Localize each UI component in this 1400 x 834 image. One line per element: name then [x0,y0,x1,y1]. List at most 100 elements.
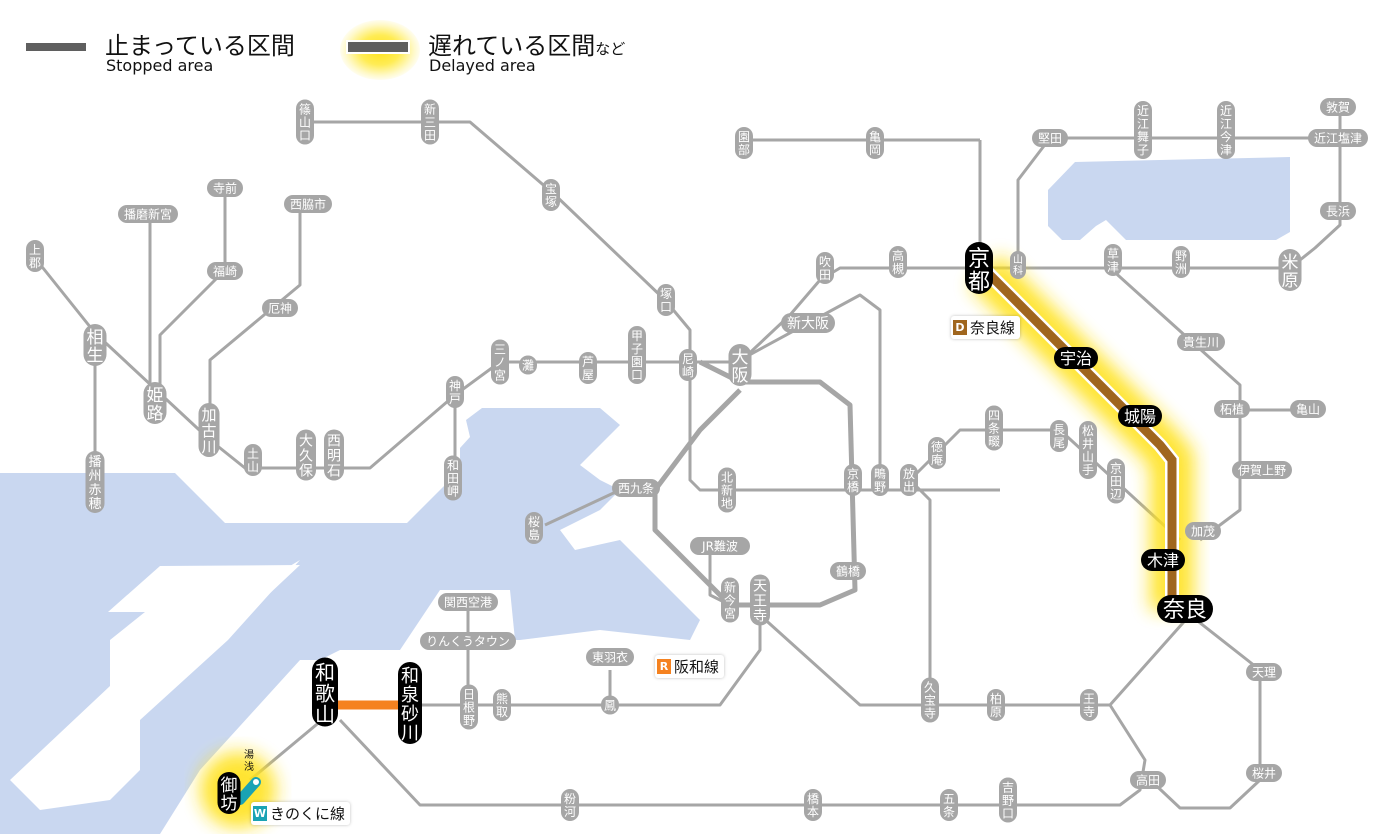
station-sasayamaguchi[interactable]: 篠山口 [296,99,314,145]
station-sakurajima[interactable]: 桜島 [525,512,543,544]
station-takarazuka[interactable]: 宝塚 [542,179,560,211]
station-name: 橋本 [807,792,819,819]
station-omimaiko[interactable]: 近江舞子 [1134,101,1152,159]
station-kamigori[interactable]: 上郡 [26,240,44,272]
station-himeji[interactable]: 姫路 [143,382,167,424]
station-pill [324,429,344,481]
station-tsuge[interactable]: 柘植 [1214,400,1250,418]
station-banshuako[interactable]: 播州赤穂 [85,451,105,513]
station-name: 京都 [968,247,990,295]
station-kashiwara[interactable]: 柏原 [987,689,1005,721]
station-kibukawa[interactable]: 貴生川 [1177,333,1225,351]
station-nada[interactable]: 灘 [519,355,537,375]
station-kyotanabe[interactable]: 京田辺 [1107,458,1125,504]
legend: 止まっている区間 Stopped area 遅れている区間など Delayed … [0,0,700,80]
station-kameyama[interactable]: 亀山 [1290,400,1326,418]
station-kyobashi[interactable]: 京橋 [844,464,862,496]
station-okubo[interactable]: 大久保 [296,429,316,481]
station-omishiotsu[interactable]: 近江塩津 [1308,129,1368,147]
station-omiimazu[interactable]: 近江今津 [1217,101,1235,159]
station-name: 高田 [1136,772,1160,787]
station-fukusaki[interactable]: 福崎 [207,262,243,280]
station-pill [1214,400,1250,418]
station-harimashingu[interactable]: 播磨新宮 [118,205,178,223]
station-nishiwakishi[interactable]: 西脇市 [284,195,332,213]
station-hashimoto[interactable]: 橋本 [804,789,822,821]
station-takatsuki[interactable]: 高槻 [889,246,907,278]
station-nishikujo[interactable]: 西九条 [612,479,660,497]
station-shinosaka[interactable]: 新大阪 [781,313,835,333]
station-pill [628,326,646,384]
station-kansaiairport[interactable]: 関西空港 [438,593,498,611]
station-nishiakashi[interactable]: 西明石 [324,429,344,481]
station-hanaten[interactable]: 放出 [900,464,918,496]
station-doyama[interactable]: 土山 [244,444,262,476]
station-jrnamba[interactable]: JR難波 [690,537,750,555]
station-shigino[interactable]: 鴫野 [871,464,889,496]
station-tennoji[interactable]: 天王寺 [750,574,770,626]
station-shinimamiya[interactable]: 新今宮 [721,577,739,623]
station-teramae[interactable]: 寺前 [207,179,243,197]
station-igaueno[interactable]: 伊賀上野 [1232,461,1292,479]
station-katata[interactable]: 堅田 [1032,129,1068,147]
station-kumatori[interactable]: 熊取 [493,689,511,721]
station-oji[interactable]: 王寺 [1080,689,1098,721]
station-matsuiyamate[interactable]: 松井山手 [1079,421,1097,479]
station-kamo[interactable]: 加茂 [1185,522,1221,540]
station-name: 桜島 [528,515,540,542]
station-takada[interactable]: 高田 [1130,771,1166,789]
station-joyo[interactable]: 城陽 [1118,405,1162,427]
station-name: 三ノ宮 [494,343,506,383]
station-yoshinoguchi[interactable]: 吉野口 [999,777,1017,823]
station-pill [1157,595,1213,623]
station-nagao[interactable]: 長尾 [1050,420,1068,452]
station-ashiya[interactable]: 芦屋 [579,352,597,384]
station-kakogawa[interactable]: 加古川 [198,403,220,457]
station-nagahama[interactable]: 長浜 [1320,202,1356,220]
station-wadamisaki[interactable]: 和田岬 [444,455,462,501]
station-higashihagoromo[interactable]: 東羽衣 [586,648,634,666]
station-wakayama[interactable]: 和歌山 [312,657,338,727]
station-shijonawate[interactable]: 四条畷 [985,405,1003,451]
station-nara[interactable]: 奈良 [1157,595,1213,623]
station-amagasaki[interactable]: 尼崎 [679,349,697,381]
station-name: 播州赤穂 [88,455,101,512]
station-kyuhoji[interactable]: 久宝寺 [921,677,939,723]
station-maibara[interactable]: 米原 [1278,249,1302,291]
station-sakurai[interactable]: 桜井 [1246,764,1282,782]
line-label-hanwa[interactable]: R 阪和線 [655,655,725,678]
station-tenri[interactable]: 天理 [1246,663,1282,681]
station-yakujin[interactable]: 厄神 [262,299,298,317]
station-koshienguchi[interactable]: 甲子園口 [628,326,646,384]
line-label-kinokuni[interactable]: W きのくに線 [251,802,351,825]
station-yasu[interactable]: 野洲 [1172,246,1190,278]
station-name: 草津 [1107,247,1119,274]
station-gojo[interactable]: 五条 [940,789,958,821]
station-yuasa[interactable]: 湯浅 [244,748,254,773]
station-suita[interactable]: 吹田 [816,252,834,284]
station-shinsanda[interactable]: 新三田 [421,99,439,145]
station-osaka[interactable]: 大阪 [728,344,752,386]
station-sonobe[interactable]: 園部 [735,127,753,159]
station-kokawa[interactable]: 粉河 [561,789,579,821]
station-tsukaguchi[interactable]: 塚口 [657,284,675,316]
station-yamashina[interactable]: 山科 [1010,251,1026,279]
station-rinkutown[interactable]: りんくうタウン [420,632,516,650]
station-tsuruga[interactable]: 敦賀 [1320,98,1356,116]
station-izumisunagawa[interactable]: 和泉砂川 [398,662,422,744]
station-kyoto[interactable]: 京都 [965,242,993,295]
station-kobe[interactable]: 神戸 [446,376,464,408]
station-uji[interactable]: 宇治 [1054,347,1098,369]
station-hineno[interactable]: 日根野 [460,684,478,730]
station-aioi[interactable]: 相生 [83,324,107,366]
station-gobo[interactable]: 御坊 [217,772,241,814]
station-kusatsu[interactable]: 草津 [1104,244,1122,276]
station-tsuruhashi[interactable]: 鶴橋 [830,562,866,580]
station-kitashinchi[interactable]: 北新地 [718,467,736,513]
station-kizu[interactable]: 木津 [1141,549,1185,571]
station-sannomiya[interactable]: 三ノ宮 [491,339,509,385]
station-tokuan[interactable]: 徳庵 [928,437,946,469]
station-otori[interactable]: 鳳 [601,695,619,715]
line-label-nara[interactable]: D 奈良線 [951,316,1021,339]
station-kameoka[interactable]: 亀岡 [866,127,884,159]
